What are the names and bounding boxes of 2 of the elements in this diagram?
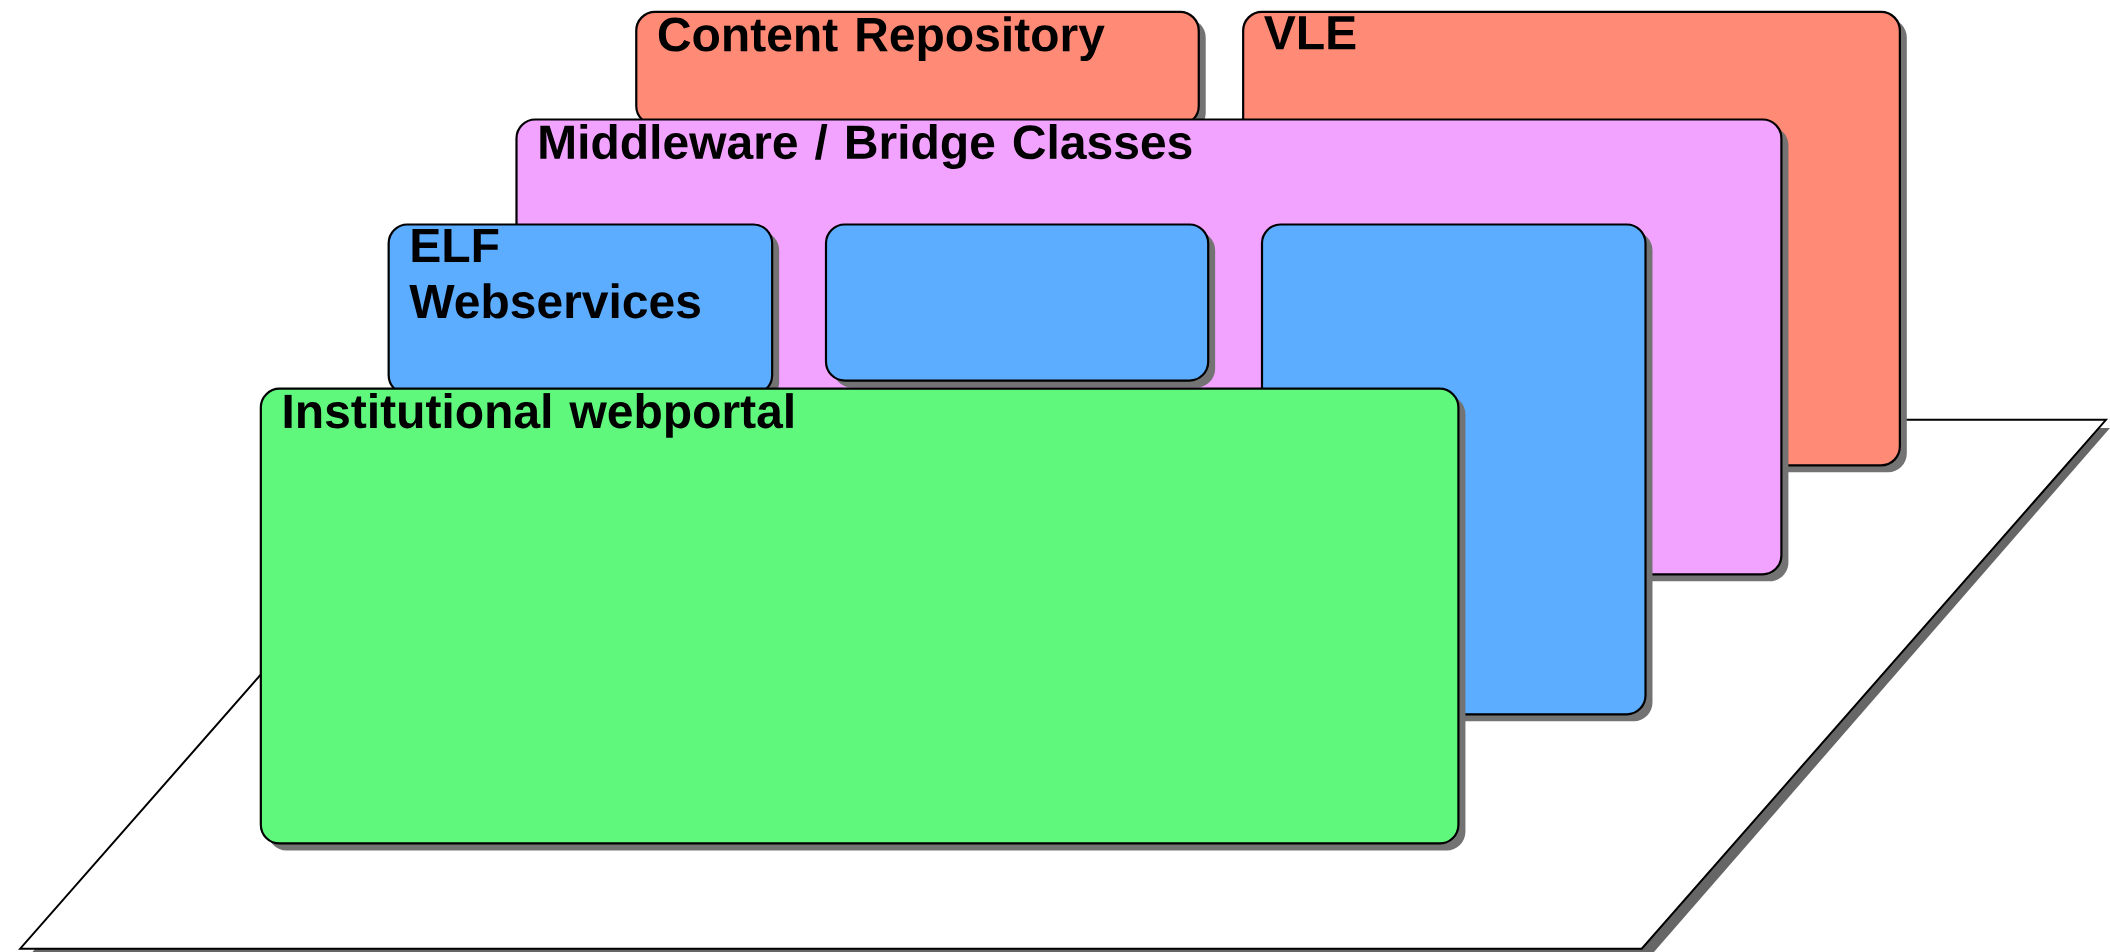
empty-panel	[824, 223, 1216, 388]
panel: Institutional webportal	[259, 387, 1466, 851]
